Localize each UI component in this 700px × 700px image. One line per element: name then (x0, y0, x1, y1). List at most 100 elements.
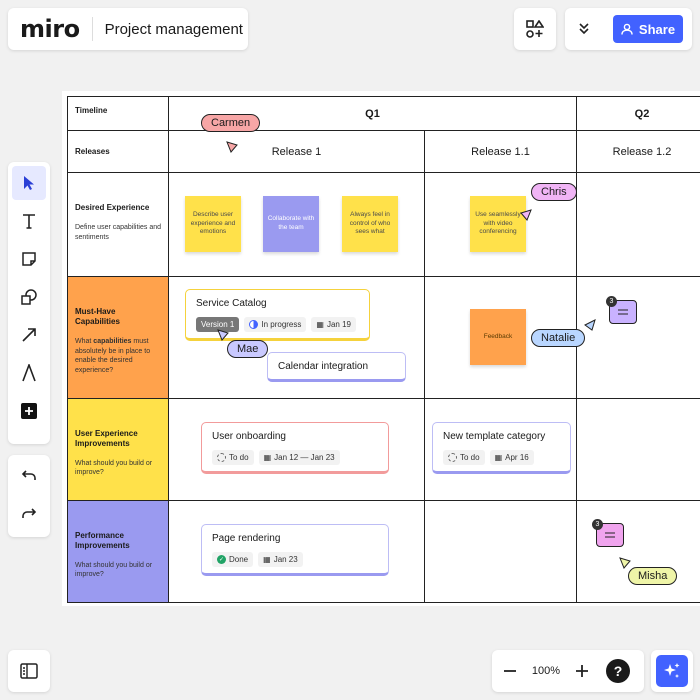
sticky-note-tool[interactable] (12, 242, 46, 276)
release-1-2: Release 1.2 (612, 145, 672, 158)
select-tool[interactable] (12, 166, 46, 200)
miro-logo[interactable]: miro (20, 15, 80, 43)
done-check-icon: ✓ (217, 555, 226, 564)
cursor-arrow-icon (619, 557, 631, 569)
undo-icon (21, 470, 36, 480)
calendar-icon: ▦ (494, 453, 503, 462)
sticky-note[interactable]: Collaborate with the team (263, 196, 319, 252)
undo-button[interactable] (12, 459, 46, 493)
cursor-select-icon (24, 176, 34, 190)
row-desc: What should you build or improve? (75, 561, 153, 579)
zoom-panel: 100% ? (492, 650, 644, 692)
status-chip[interactable]: In progress (244, 317, 307, 332)
arrow-icon (22, 328, 36, 342)
board-title[interactable]: Project management (104, 20, 243, 38)
row-desired-experience: Desired Experience Define user capabilit… (67, 172, 169, 278)
connector-tool[interactable] (12, 318, 46, 352)
sticky-note-icon (22, 252, 36, 266)
redo-icon (22, 508, 37, 518)
cursor-label-mae: Mae (227, 340, 269, 358)
sticky-note[interactable]: Describe user experience and emotions (185, 196, 241, 252)
calendar-icon: ▦ (263, 555, 271, 564)
date-chip[interactable]: ▦Jan 12 — Jan 23 (258, 450, 340, 465)
sticky-note[interactable]: Always feel in control of who sees what (342, 196, 398, 252)
cursor-label-chris: Chris (531, 183, 577, 201)
collapse-button[interactable] (565, 23, 603, 35)
apps-button[interactable] (514, 8, 556, 50)
timeline-label: Timeline (67, 95, 169, 132)
row-title: User Experience Improvements (75, 428, 138, 448)
history-toolbar (8, 455, 50, 537)
plus-box-icon (21, 403, 37, 419)
text-tool[interactable] (12, 204, 46, 238)
date-chip[interactable]: ▦Jan 23 (258, 552, 303, 567)
card-title: User onboarding (212, 431, 286, 442)
version-tag[interactable]: Version 1 (196, 317, 240, 332)
card-service-catalog[interactable]: Service Catalog Version 1 In progress ▦J… (185, 289, 370, 341)
cursor-label-misha: Misha (628, 567, 678, 585)
sidebar-toggle-button[interactable] (8, 650, 50, 692)
row-desc: What should you build or improve? (75, 459, 153, 477)
shapes-icon (21, 289, 37, 305)
releases-label: Releases (67, 130, 169, 174)
card-title: Page rendering (212, 533, 281, 544)
cursor-arrow-icon (584, 319, 596, 331)
row-title: Must-Have Capabilities (75, 307, 120, 327)
status-chip[interactable]: To do (212, 450, 254, 465)
row-title: Performance Improvements (75, 530, 130, 550)
card-page-rendering[interactable]: Page rendering ✓Done ▦Jan 23 (201, 524, 389, 576)
sparkle-icon (656, 655, 688, 687)
card-calendar-integration[interactable]: Calendar integration (267, 352, 406, 382)
sidebar-icon (20, 663, 38, 679)
cursor-arrow-icon (217, 329, 229, 341)
date-chip[interactable]: ▦Apr 16 (489, 450, 534, 465)
pen-tool[interactable] (12, 356, 46, 390)
card-title: New template category (443, 431, 546, 442)
todo-icon (448, 453, 457, 462)
shapes-tool[interactable] (12, 280, 46, 314)
todo-icon (217, 453, 226, 462)
pen-icon (22, 364, 36, 382)
user-icon (621, 23, 633, 35)
release-1-1: Release 1.1 (471, 145, 530, 158)
redo-button[interactable] (12, 497, 46, 531)
date-chip[interactable]: ▦Jan 19 (311, 317, 356, 332)
lines-icon (618, 309, 628, 315)
calendar-icon: ▦ (263, 453, 272, 462)
row-performance: Performance Improvements What should you… (67, 499, 169, 604)
card-new-template[interactable]: New template category To do ▦Apr 16 (432, 422, 571, 474)
zoom-in-button[interactable] (564, 664, 600, 678)
card-user-onboarding[interactable]: User onboarding To do ▦Jan 12 — Jan 23 (201, 422, 389, 474)
status-chip[interactable]: To do (443, 450, 485, 465)
quarter-q2: Q2 (634, 107, 650, 120)
card-title: Calendar integration (278, 361, 369, 372)
card-title: Service Catalog (196, 298, 267, 309)
row-desc: Define user capabilities and sentiments (75, 224, 161, 241)
release-1: Release 1 (271, 145, 322, 158)
sticky-note[interactable]: Use seamlessly with video conferencing (470, 196, 526, 252)
more-tools-button[interactable] (12, 394, 46, 428)
ai-assist-button[interactable] (651, 650, 693, 692)
plus-icon (576, 665, 588, 677)
chevron-double-down-icon (579, 23, 589, 35)
row-desc: What capabilities must absolutely be in … (75, 338, 151, 374)
sticky-note[interactable]: Feedback (470, 309, 526, 365)
cursor-arrow-icon (520, 209, 532, 221)
divider (91, 17, 93, 41)
zoom-level[interactable]: 100% (531, 665, 561, 677)
comment-icon[interactable] (596, 523, 624, 547)
minus-icon (504, 670, 516, 672)
comment-count-badge: 3 (592, 519, 603, 530)
help-button[interactable]: ? (606, 659, 630, 683)
share-button[interactable]: Share (613, 15, 683, 43)
creation-toolbar (8, 162, 50, 444)
comment-icon[interactable] (609, 300, 637, 324)
board-header: miro Project management (8, 8, 248, 50)
comment-count-badge: 3 (606, 296, 617, 307)
lines-icon (605, 532, 615, 538)
cursor-label-carmen: Carmen (201, 114, 261, 132)
zoom-out-button[interactable] (492, 664, 528, 678)
status-chip[interactable]: ✓Done (212, 552, 254, 567)
row-title: Desired Experience (75, 203, 150, 213)
row-ux-improvements: User Experience Improvements What should… (67, 397, 169, 501)
